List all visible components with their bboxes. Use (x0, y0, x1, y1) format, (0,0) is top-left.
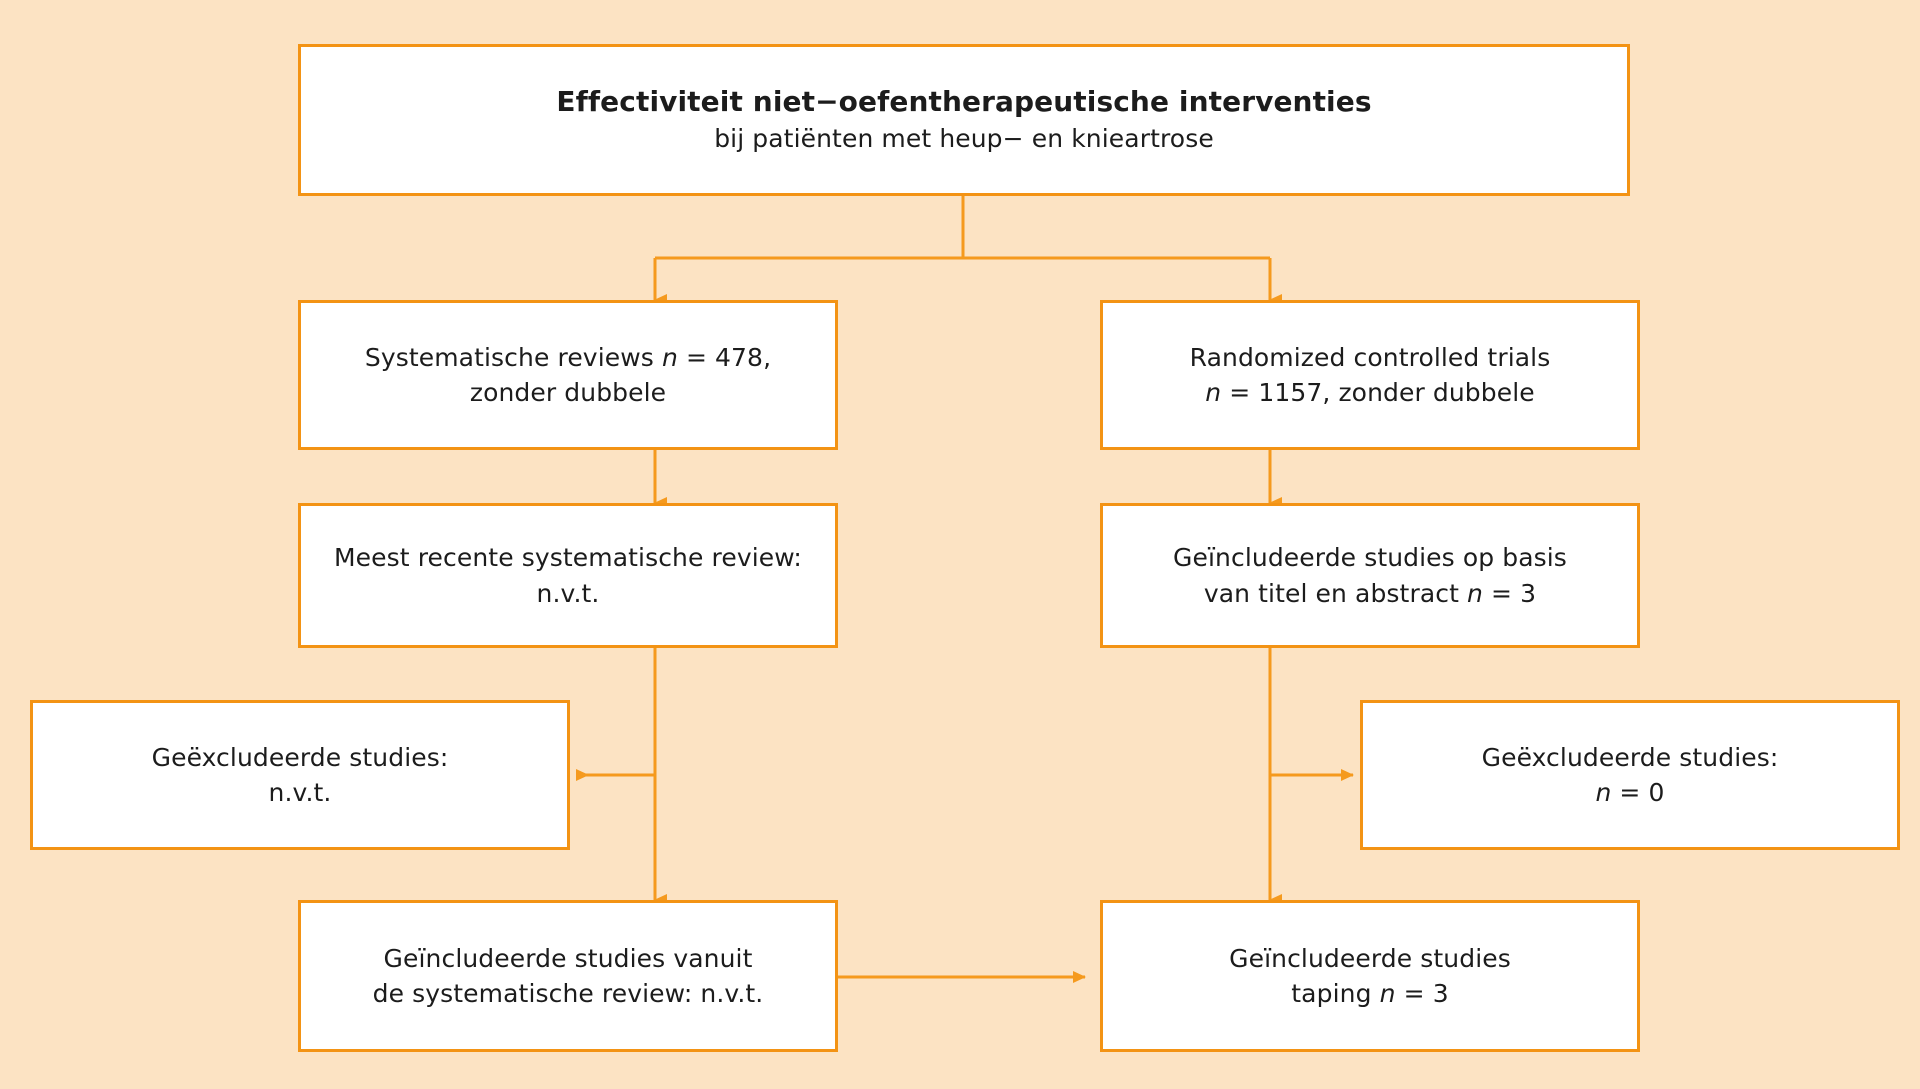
node-included-taping-line2: taping n = 3 (1291, 976, 1448, 1012)
node-included-title-abstract: Geïncludeerde studies op basis van titel… (1100, 503, 1640, 648)
node-rct-line2: n = 1157, zonder dubbele (1205, 375, 1535, 411)
node-excluded-right-text-b: = 0 (1611, 778, 1665, 807)
title-secondary: bij patiënten met heup− en knieartrose (714, 124, 1214, 154)
node-rct-line1: Randomized controlled trials (1189, 342, 1551, 372)
title-box: Effectiviteit niet−oefentherapeutische i… (298, 44, 1630, 196)
node-excluded-right-line2: n = 0 (1595, 775, 1664, 811)
node-included-from-review-line2: de systematische review: n.v.t. (372, 979, 764, 1008)
node-included-taping-text-b: = 3 (1395, 979, 1449, 1008)
node-included-taping-n: n (1379, 979, 1396, 1008)
node-included-ta-line1: Geïncludeerde studies op basis (1173, 543, 1567, 572)
node-most-recent-line2: n.v.t. (536, 578, 600, 608)
node-systematic-reviews-line2: zonder dubbele (469, 378, 667, 407)
node-included-ta-line2: van titel en abstract n = 3 (1204, 576, 1536, 612)
node-systematic-reviews-text-a: Systematische reviews (364, 342, 662, 372)
node-included-taping-text-a: taping (1291, 979, 1380, 1008)
node-excluded-right-line1: Geëxcludeerde studies: (1481, 742, 1779, 772)
node-excluded-left: Geëxcludeerde studies: n.v.t. (30, 700, 570, 850)
node-included-from-review-line1: Geïncludeerde studies vanuit (383, 943, 753, 973)
node-included-taping-line1: Geïncludeerde studies (1229, 943, 1511, 973)
node-included-from-review: Geïncludeerde studies vanuit de systemat… (298, 900, 838, 1052)
node-rct-text-b: = 1157, zonder dubbele (1221, 378, 1535, 407)
node-excluded-right: Geëxcludeerde studies: n = 0 (1360, 700, 1900, 850)
node-randomized-controlled-trials: Randomized controlled trials n = 1157, z… (1100, 300, 1640, 450)
node-excluded-left-line2: n.v.t. (268, 778, 332, 807)
node-systematic-reviews: Systematische reviews n = 478, zonder du… (298, 300, 838, 450)
node-systematic-reviews-n: n (661, 342, 678, 372)
node-included-ta-text-b: = 3 (1483, 578, 1537, 608)
node-rct-n: n (1205, 378, 1222, 407)
node-most-recent-systematic-review: Meest recente systematische review: n.v.… (298, 503, 838, 648)
node-excluded-left-line1: Geëxcludeerde studies: (151, 742, 449, 772)
node-excluded-right-n: n (1595, 778, 1612, 807)
node-included-taping: Geïncludeerde studies taping n = 3 (1100, 900, 1640, 1052)
node-included-ta-text-a: van titel en abstract (1203, 578, 1468, 608)
node-included-ta-n: n (1467, 578, 1483, 608)
node-systematic-reviews-line1: Systematische reviews n = 478, (365, 340, 771, 376)
node-systematic-reviews-text-b: = 478, (677, 342, 772, 372)
title-primary: Effectiviteit niet−oefentherapeutische i… (556, 85, 1372, 119)
node-most-recent-line1: Meest recente systematische review: (334, 543, 802, 572)
